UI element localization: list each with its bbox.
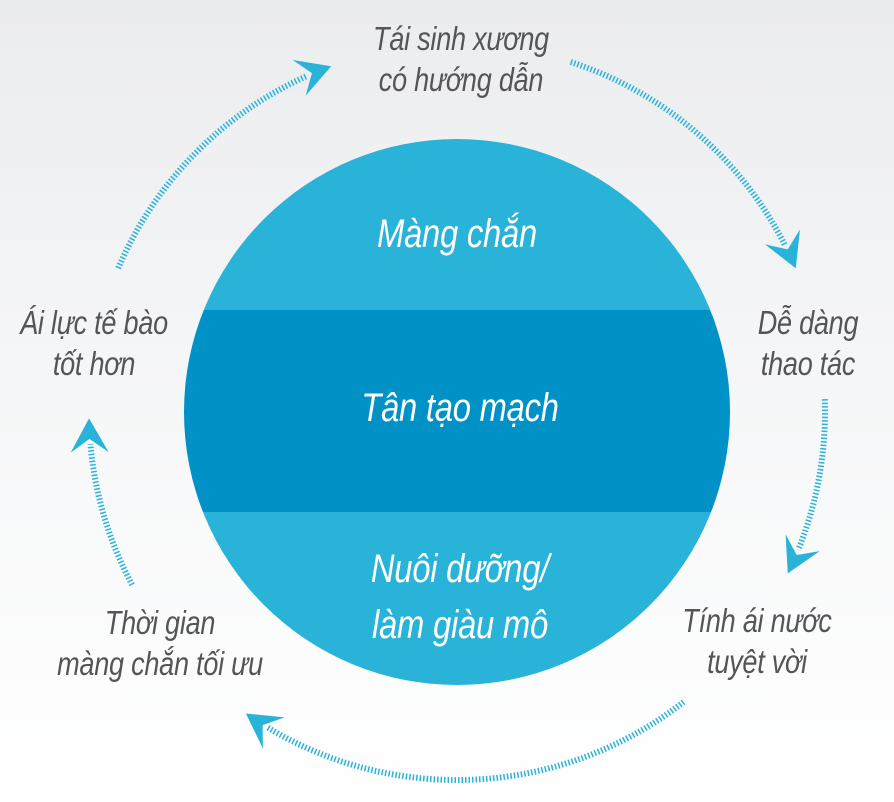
band-label-nourish: Nuôi dưỡng/làm giàu mô: [370, 547, 550, 647]
arrowhead-icon: [245, 713, 285, 749]
arrowhead-icon: [292, 59, 332, 96]
arc-segment: [265, 699, 686, 783]
arc-segment: [569, 59, 788, 247]
band-label-membrane: Màng chắn: [376, 212, 538, 256]
band-middle: [184, 310, 730, 512]
arc-segment: [115, 73, 309, 270]
arc-segment: [87, 443, 135, 587]
arc-segment: [795, 399, 828, 551]
band-label-angiogenesis: Tân tạo mạch: [361, 386, 559, 430]
cycle-arrows: [70, 59, 828, 783]
arrowhead-icon: [70, 418, 109, 453]
arrowhead-icon: [785, 534, 820, 574]
arrowhead-icon: [764, 229, 800, 269]
